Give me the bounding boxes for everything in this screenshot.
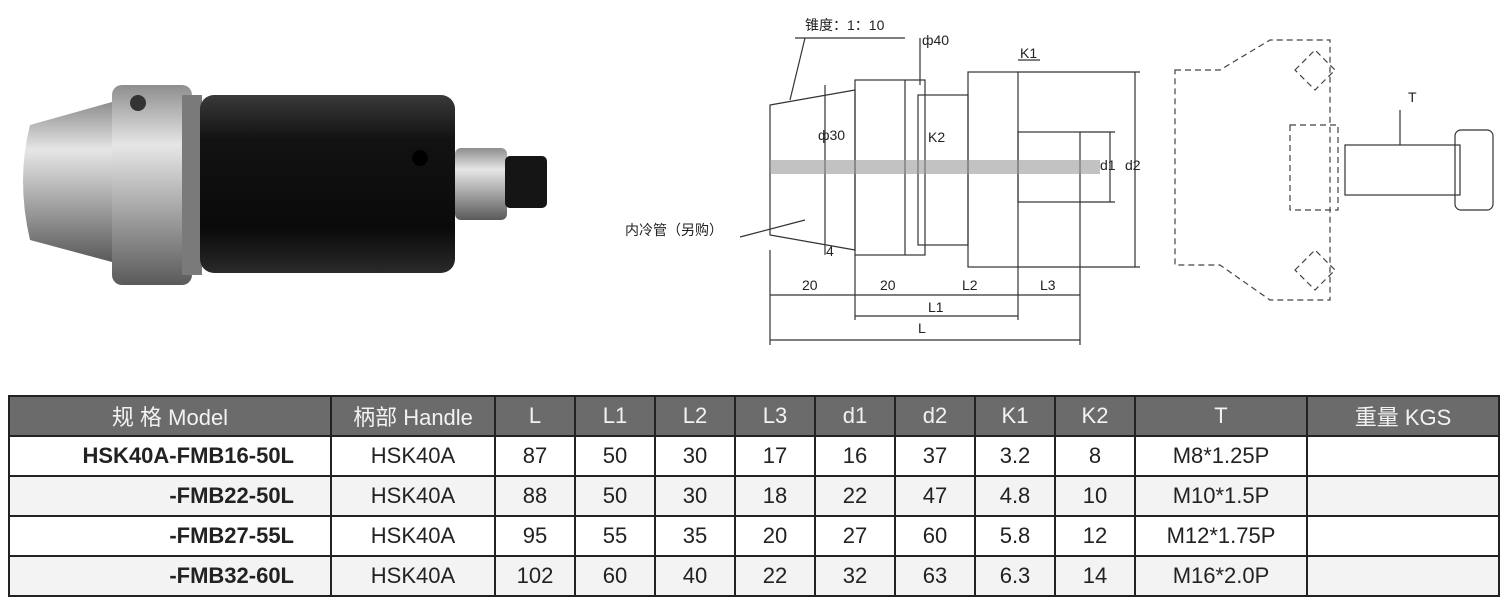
cell-model: HSK40A-FMB16-50L (8, 435, 332, 477)
d2-label: d2 (1125, 157, 1141, 173)
table-header-row: 规 格 Model 柄部 Handle L L1 L2 L3 d1 d2 K1 … (8, 395, 1500, 437)
col-header-k1: K1 (974, 395, 1056, 437)
cell-weight (1306, 435, 1500, 477)
cell-model: -FMB22-50L (8, 475, 332, 517)
l1-label: L1 (928, 299, 944, 315)
dim-4-label: 4 (826, 243, 834, 259)
cell-l3: 20 (734, 515, 816, 557)
cell-d2: 37 (894, 435, 976, 477)
phi30-label: ф30 (818, 127, 845, 143)
col-header-l2: L2 (654, 395, 736, 437)
cell-handle: HSK40A (330, 435, 496, 477)
cell-d1: 16 (814, 435, 896, 477)
table-row: -FMB32-60L HSK40A 102 60 40 22 32 63 6.3… (8, 555, 1500, 597)
cell-t: M8*1.25P (1134, 435, 1308, 477)
cell-k1: 3.2 (974, 435, 1056, 477)
l3-label: L3 (1040, 277, 1056, 293)
spec-table: 规 格 Model 柄部 Handle L L1 L2 L3 d1 d2 K1 … (8, 395, 1500, 597)
cell-d2: 60 (894, 515, 976, 557)
cell-l2: 30 (654, 475, 736, 517)
cell-t: M12*1.75P (1134, 515, 1308, 557)
cell-d1: 27 (814, 515, 896, 557)
cell-d1: 22 (814, 475, 896, 517)
table-row: -FMB22-50L HSK40A 88 50 30 18 22 47 4.8 … (8, 475, 1500, 517)
cell-l: 88 (494, 475, 576, 517)
technical-drawing: 锥度：1：10 ф40 ф30 内冷管（另购） K1 K2 d1 d2 T 4 … (625, 17, 1494, 345)
cell-l1: 50 (574, 475, 656, 517)
cell-k1: 6.3 (974, 555, 1056, 597)
col-header-k2: K2 (1054, 395, 1136, 437)
cell-handle: HSK40A (330, 515, 496, 557)
cell-l: 87 (494, 435, 576, 477)
cell-l: 95 (494, 515, 576, 557)
dim-20b-label: 20 (880, 277, 896, 293)
col-header-l3: L3 (734, 395, 816, 437)
cell-weight (1306, 555, 1500, 597)
cell-l3: 18 (734, 475, 816, 517)
cell-l1: 50 (574, 435, 656, 477)
cell-weight (1306, 515, 1500, 557)
cell-l: 102 (494, 555, 576, 597)
l-label: L (918, 320, 926, 336)
col-header-d1: d1 (814, 395, 896, 437)
cell-k2: 10 (1054, 475, 1136, 517)
coolant-label: 内冷管（另购） (625, 222, 723, 238)
cell-l2: 40 (654, 555, 736, 597)
cell-model: -FMB27-55L (8, 515, 332, 557)
cell-k2: 14 (1054, 555, 1136, 597)
cell-k2: 12 (1054, 515, 1136, 557)
k2-label: K2 (928, 129, 945, 145)
table-row: HSK40A-FMB16-50L HSK40A 87 50 30 17 16 3… (8, 435, 1500, 477)
col-header-l1: L1 (574, 395, 656, 437)
table-row: -FMB27-55L HSK40A 95 55 35 20 27 60 5.8 … (8, 515, 1500, 557)
col-header-d2: d2 (894, 395, 976, 437)
cell-weight (1306, 475, 1500, 517)
t-label: T (1408, 89, 1417, 105)
cell-l3: 17 (734, 435, 816, 477)
taper-label: 锥度：1：10 (805, 17, 885, 33)
cell-k2: 8 (1054, 435, 1136, 477)
tool-holder-photo (23, 85, 547, 285)
k1-label: K1 (1020, 45, 1037, 61)
cell-model: -FMB32-60L (8, 555, 332, 597)
cell-l2: 35 (654, 515, 736, 557)
d1-label: d1 (1100, 157, 1116, 173)
cell-t: M16*2.0P (1134, 555, 1308, 597)
dim-20a-label: 20 (802, 277, 818, 293)
cell-d2: 47 (894, 475, 976, 517)
cell-l1: 55 (574, 515, 656, 557)
col-header-handle: 柄部 Handle (330, 395, 496, 437)
cell-handle: HSK40A (330, 475, 496, 517)
col-header-t: T (1134, 395, 1308, 437)
cell-l3: 22 (734, 555, 816, 597)
phi40-label: ф40 (922, 32, 949, 48)
cell-t: M10*1.5P (1134, 475, 1308, 517)
cell-l2: 30 (654, 435, 736, 477)
cell-k1: 5.8 (974, 515, 1056, 557)
col-header-l: L (494, 395, 576, 437)
cell-k1: 4.8 (974, 475, 1056, 517)
cell-l1: 60 (574, 555, 656, 597)
l2-label: L2 (962, 277, 978, 293)
cell-d1: 32 (814, 555, 896, 597)
col-header-weight: 重量 KGS (1306, 395, 1500, 437)
cell-handle: HSK40A (330, 555, 496, 597)
cell-d2: 63 (894, 555, 976, 597)
col-header-model: 规 格 Model (8, 395, 332, 437)
